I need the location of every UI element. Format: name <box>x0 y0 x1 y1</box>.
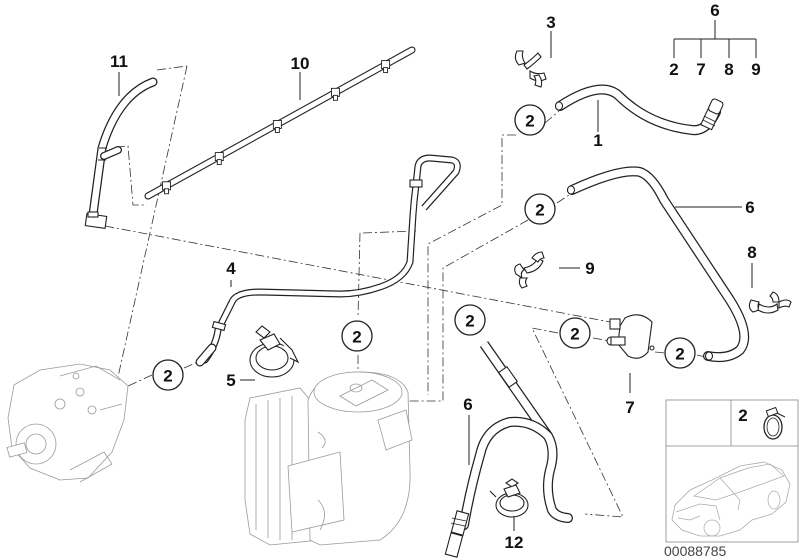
guide-line <box>183 360 201 369</box>
circled-callout-2[interactable]: 2 <box>524 193 556 225</box>
callout-label-11[interactable]: 11 <box>110 52 128 71</box>
svg-text:2: 2 <box>163 367 172 386</box>
part-3-clip[interactable] <box>514 50 547 88</box>
callout-label-1[interactable]: 1 <box>593 131 602 150</box>
svg-text:2: 2 <box>535 201 544 220</box>
callout-label-7[interactable]: 7 <box>625 398 634 417</box>
callout-label-3[interactable]: 3 <box>546 13 555 32</box>
tee-fittings <box>162 60 391 195</box>
guide-line <box>654 351 666 354</box>
guide-line <box>357 232 361 319</box>
kit-tree-child-label: 8 <box>724 60 733 79</box>
legend-item-label: 2 <box>738 406 747 425</box>
guide-line <box>531 327 624 518</box>
guide-line <box>544 110 560 124</box>
fuel-pump-illustration <box>6 363 129 483</box>
guide-line <box>427 134 516 395</box>
part-9-clip[interactable] <box>514 251 545 289</box>
part-11-hose[interactable] <box>84 77 158 229</box>
tee-fitting <box>381 60 391 74</box>
diagram-reference-number: 00088785 <box>664 543 727 559</box>
svg-text:2: 2 <box>465 312 474 331</box>
car-sedan-icon <box>671 461 791 537</box>
guide-line <box>115 145 147 206</box>
part-6-hose-lower[interactable] <box>444 341 573 558</box>
aux-heater-illustration <box>244 371 413 546</box>
part-6-hose-upper[interactable] <box>566 166 750 363</box>
callout-label-6[interactable]: 6 <box>463 395 472 414</box>
kit-tree-child-label: 7 <box>696 60 705 79</box>
legend-box: 2 00088785 <box>664 399 799 559</box>
circled-callout-2[interactable]: 2 <box>664 337 696 369</box>
part-4-heater-line[interactable] <box>195 154 461 367</box>
svg-text:2: 2 <box>352 328 361 347</box>
part-10-leakoff-line[interactable] <box>144 46 416 200</box>
guide-line <box>362 230 417 234</box>
part-7-valve[interactable] <box>606 314 655 359</box>
circled-callout-2[interactable]: 2 <box>514 104 546 136</box>
svg-text:2: 2 <box>525 112 534 131</box>
hose-clamp-icon <box>763 406 786 440</box>
tee-fitting <box>272 120 282 133</box>
part-8-clip[interactable] <box>748 291 792 314</box>
guide-line <box>556 194 570 204</box>
guide-line <box>156 65 188 71</box>
circled-callout-2[interactable]: 2 <box>152 359 184 391</box>
part-5-clamp[interactable] <box>249 325 300 378</box>
guide-line <box>114 374 153 393</box>
circled-callout-2[interactable]: 2 <box>559 317 591 349</box>
part-1-hose[interactable] <box>554 84 724 136</box>
callout-label-6[interactable]: 6 <box>745 198 754 217</box>
kit-tree-parent-label: 6 <box>710 1 719 20</box>
callout-label-8[interactable]: 8 <box>747 243 756 262</box>
tee-fitting <box>214 152 224 166</box>
circled-callout-2[interactable]: 2 <box>454 304 486 336</box>
callout-labels: 11 10 3 1 4 5 6 6 7 8 9 12 <box>110 13 757 552</box>
guide-lines <box>104 65 711 518</box>
circled-callout-2[interactable]: 2 <box>341 320 373 352</box>
hose-6-connector-bottom <box>444 510 470 558</box>
kit-tree-child-label: 9 <box>751 60 760 79</box>
leader-lines <box>118 31 753 531</box>
svg-text:2: 2 <box>675 345 684 364</box>
guide-line <box>104 225 611 323</box>
kit-tree: 6 2 7 8 9 <box>669 1 760 79</box>
guide-line <box>107 65 188 423</box>
circled-callouts: 2 2 2 2 2 2 2 <box>152 104 696 391</box>
callout-label-12[interactable]: 12 <box>505 533 524 552</box>
tee-fitting <box>162 181 171 195</box>
guide-line <box>592 337 611 342</box>
callout-label-4[interactable]: 4 <box>226 259 236 278</box>
callout-label-10[interactable]: 10 <box>291 54 310 73</box>
hose-1-connector <box>700 98 724 131</box>
kit-tree-child-label: 2 <box>669 60 678 79</box>
callout-label-9[interactable]: 9 <box>585 259 594 278</box>
callout-label-5[interactable]: 5 <box>226 371 235 390</box>
part-12-clamp[interactable] <box>489 478 529 518</box>
tee-fitting <box>330 87 340 101</box>
svg-text:2: 2 <box>570 325 579 344</box>
